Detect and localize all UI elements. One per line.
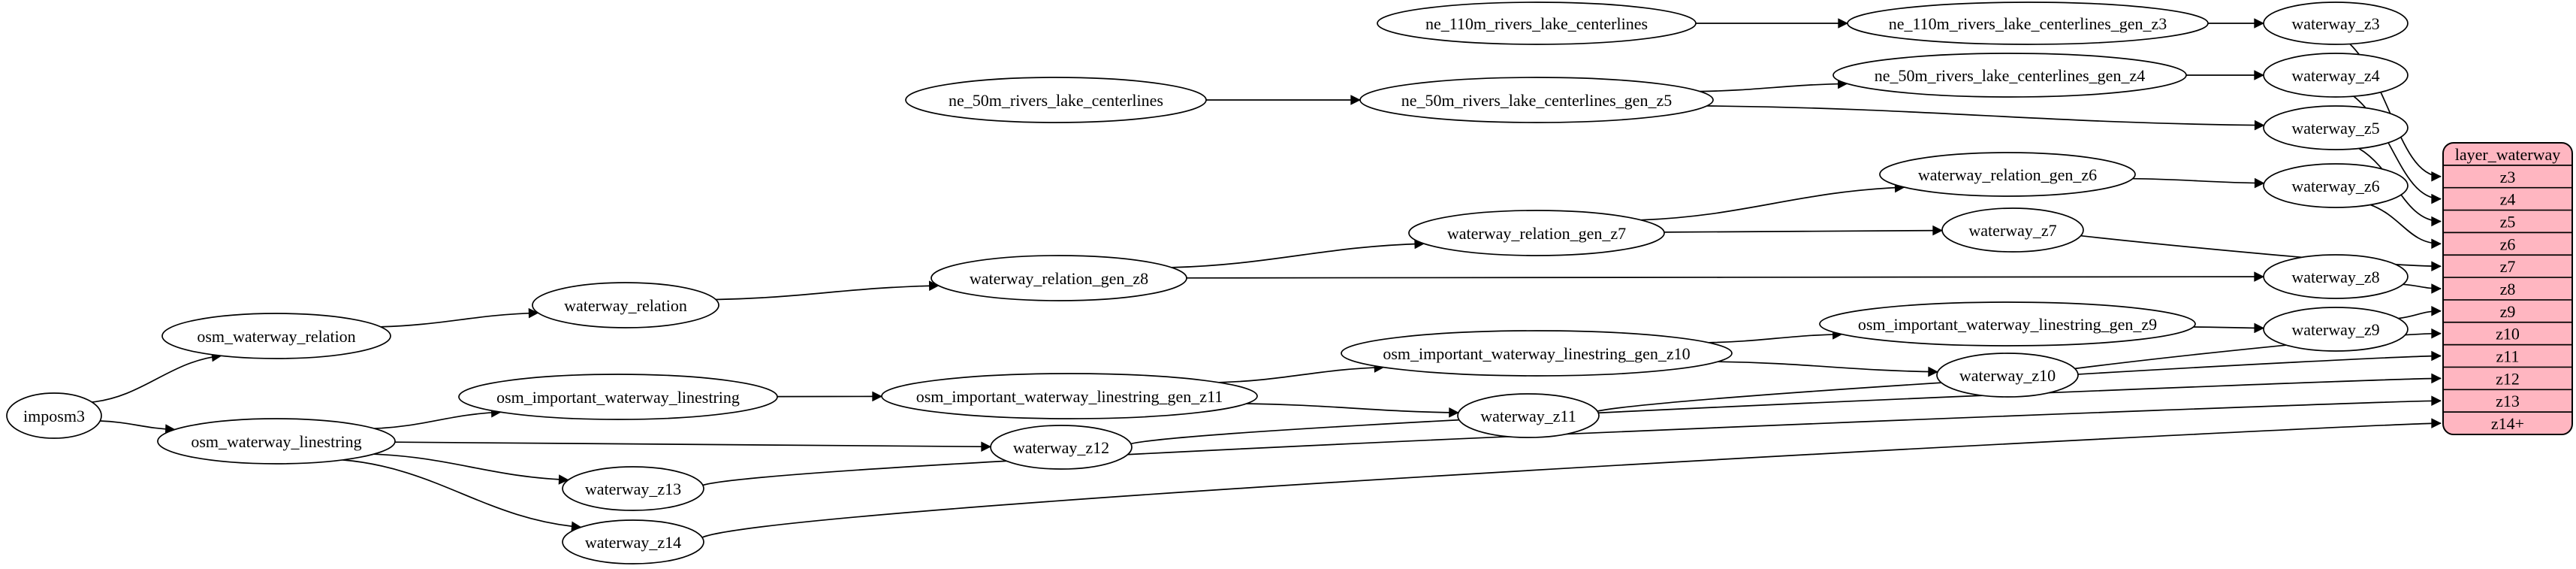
node-waterway-relation-gen-z8: waterway_relation_gen_z8 (931, 256, 1187, 301)
node-label: waterway_z14 (585, 533, 681, 552)
table-row-z14plus: z14+ (2491, 414, 2524, 433)
node-waterway-z9: waterway_z9 (2264, 307, 2408, 351)
edge-waterway_z9-to-layer-waterway-z9 (2398, 311, 2441, 319)
node-osm-important-waterway-linestring-gen-z11: osm_important_waterway_linestring_gen_z1… (882, 374, 1257, 419)
node-osm-waterway-linestring: osm_waterway_linestring (158, 419, 395, 464)
node-waterway-z14: waterway_z14 (563, 520, 704, 564)
node-label: waterway_z9 (2291, 320, 2379, 339)
node-waterway-z11: waterway_z11 (1458, 394, 1599, 437)
table-row-z10: z10 (2496, 325, 2520, 344)
node-label: waterway_z3 (2291, 14, 2379, 33)
node-label: waterway_z6 (2291, 177, 2379, 195)
node-label: osm_important_waterway_linestring_gen_z1… (916, 387, 1223, 406)
node-label: waterway_relation_gen_z6 (1918, 165, 2097, 184)
node-label: waterway_relation_gen_z8 (970, 269, 1148, 288)
table-row-z3: z3 (2500, 168, 2516, 186)
node-label: osm_important_waterway_linestring (496, 388, 740, 407)
edge-waterway_z6-to-layer-waterway-z6 (2370, 204, 2441, 244)
node-imposm3: imposm3 (7, 393, 101, 438)
edges-layer (92, 23, 2441, 537)
node-ne-110m-rivers-lake-centerlines-gen-z3: ne_110m_rivers_lake_centerlines_gen_z3 (1848, 2, 2208, 44)
node-label: waterway_z5 (2291, 119, 2379, 138)
edge-osm_waterway_linestring-to-waterway_z14 (342, 460, 581, 528)
node-waterway-relation-gen-z7: waterway_relation_gen_z7 (1409, 210, 1664, 256)
node-waterway-z7: waterway_z7 (1942, 208, 2083, 252)
node-label: osm_important_waterway_linestring_gen_z1… (1383, 344, 1690, 363)
node-osm-important-waterway-linestring-gen-z10: osm_important_waterway_linestring_gen_z1… (1341, 331, 1732, 376)
edge-waterway_relation_gen_z8-to-waterway_z8 (1187, 277, 2264, 278)
table-row-z6: z6 (2500, 235, 2516, 253)
edge-waterway_relation_gen_z7-to-waterway_z7 (1664, 231, 1942, 232)
edge-ne_50m_rivers_lake_centerlines_gen_z5-to-ne_50m_rivers_lake_centerlines_gen_z4 (1700, 83, 1847, 91)
node-label: waterway_z8 (2291, 268, 2379, 286)
node-label: osm_waterway_linestring (191, 432, 361, 451)
node-waterway-z10: waterway_z10 (1937, 353, 2078, 397)
node-label: waterway_z13 (585, 480, 681, 498)
node-osm-waterway-relation: osm_waterway_relation (162, 313, 391, 359)
node-label: waterway_z12 (1013, 438, 1109, 457)
edge-imposm3-to-osm_waterway_relation (92, 356, 221, 402)
node-osm-important-waterway-linestring: osm_important_waterway_linestring (459, 374, 777, 419)
table-row-z4: z4 (2500, 190, 2516, 209)
edge-waterway_relation_gen_z8-to-waterway_relation_gen_z7 (1172, 244, 1424, 268)
node-label: waterway_z7 (1968, 221, 2056, 240)
node-ne-110m-rivers-lake-centerlines: ne_110m_rivers_lake_centerlines (1377, 2, 1696, 44)
node-label: waterway_z10 (1959, 366, 2056, 385)
node-ne-50m-rivers-lake-centerlines-gen-z4: ne_50m_rivers_lake_centerlines_gen_z4 (1833, 53, 2186, 97)
edge-waterway_relation_gen_z7-to-waterway_relation_gen_z6 (1641, 187, 1905, 220)
table-title: layer_waterway (2455, 145, 2560, 164)
node-label: waterway_z11 (1480, 407, 1576, 425)
node-osm-important-waterway-linestring-gen-z9: osm_important_waterway_linestring_gen_z9 (1820, 302, 2195, 346)
node-label: imposm3 (23, 407, 85, 425)
table-row-z8: z8 (2500, 280, 2516, 298)
node-label: osm_important_waterway_linestring_gen_z9 (1858, 315, 2157, 334)
edge-osm_important_waterway_linestring_gen_z10-to-waterway_z10 (1718, 362, 1938, 372)
edge-osm_important_waterway_linestring_gen_z10-to-osm_important_waterway_linestring_gen_z9 (1709, 334, 1842, 343)
edge-waterway_z14-to-layer-waterway-z14plus (702, 423, 2441, 537)
edge-waterway_z12-to-layer-waterway-z12 (1131, 378, 2441, 443)
node-label: waterway_relation (564, 296, 687, 315)
table-row-z9: z9 (2500, 302, 2516, 321)
edge-osm_waterway_relation-to-waterway_relation (381, 313, 538, 327)
node-waterway-z13: waterway_z13 (563, 467, 704, 510)
node-label: ne_110m_rivers_lake_centerlines_gen_z3 (1889, 14, 2167, 33)
edge-osm_waterway_linestring-to-waterway_z13 (374, 454, 569, 480)
table-row-z13: z13 (2496, 392, 2520, 410)
node-label: osm_waterway_relation (197, 327, 355, 346)
node-label: waterway_z4 (2291, 66, 2379, 85)
table-row-z5: z5 (2500, 212, 2516, 231)
edge-waterway_relation-to-waterway_relation_gen_z8 (716, 286, 939, 300)
node-waterway-relation: waterway_relation (532, 283, 719, 328)
node-waterway-z12: waterway_z12 (991, 425, 1132, 469)
node-label: ne_50m_rivers_lake_centerlines (949, 91, 1163, 110)
edge-waterway_z8-to-layer-waterway-z8 (2403, 284, 2441, 289)
node-waterway-z4: waterway_z4 (2264, 53, 2408, 97)
node-label: waterway_relation_gen_z7 (1447, 224, 1626, 243)
edge-osm_waterway_linestring-to-waterway_z12 (395, 442, 991, 446)
node-label: ne_110m_rivers_lake_centerlines (1425, 14, 1648, 33)
node-ne-50m-rivers-lake-centerlines: ne_50m_rivers_lake_centerlines (906, 77, 1206, 123)
node-label: ne_50m_rivers_lake_centerlines_gen_z5 (1401, 91, 1672, 110)
edge-osm_important_waterway_linestring_gen_z11-to-waterway_z11 (1247, 404, 1458, 413)
edge-imposm3-to-osm_waterway_linestring (100, 421, 175, 430)
node-waterway-z5: waterway_z5 (2264, 106, 2408, 150)
node-waterway-relation-gen-z6: waterway_relation_gen_z6 (1880, 153, 2135, 196)
edge-waterway_relation_gen_z6-to-waterway_z6 (2133, 179, 2264, 183)
node-waterway-z3: waterway_z3 (2264, 2, 2408, 44)
table-row-z7: z7 (2500, 257, 2516, 276)
table-layer-waterway: layer_waterway z3 z4 z5 z6 z7 z8 z9 z10 z11 z12 z13… (2443, 143, 2572, 434)
node-waterway-z6: waterway_z6 (2264, 164, 2408, 207)
edge-osm_important_waterway_linestring_gen_z9-to-waterway_z9 (2194, 327, 2264, 328)
edge-ne_50m_rivers_lake_centerlines_gen_z5-to-waterway_z5 (1707, 106, 2264, 126)
nodes-layer: imposm3 osm_waterway_relation osm_waterway… (7, 2, 2408, 564)
edge-osm_waterway_linestring-to-osm_important_waterway_linestring (375, 412, 501, 428)
node-waterway-z8: waterway_z8 (2264, 255, 2408, 298)
node-ne-50m-rivers-lake-centerlines-gen-z5: ne_50m_rivers_lake_centerlines_gen_z5 (1360, 77, 1713, 123)
node-label: ne_50m_rivers_lake_centerlines_gen_z4 (1875, 66, 2145, 85)
table-row-z12: z12 (2496, 369, 2520, 388)
table-row-z11: z11 (2496, 347, 2520, 366)
edge-osm_important_waterway_linestring_gen_z11-to-osm_important_waterway_linestring_gen_z10 (1219, 368, 1384, 383)
